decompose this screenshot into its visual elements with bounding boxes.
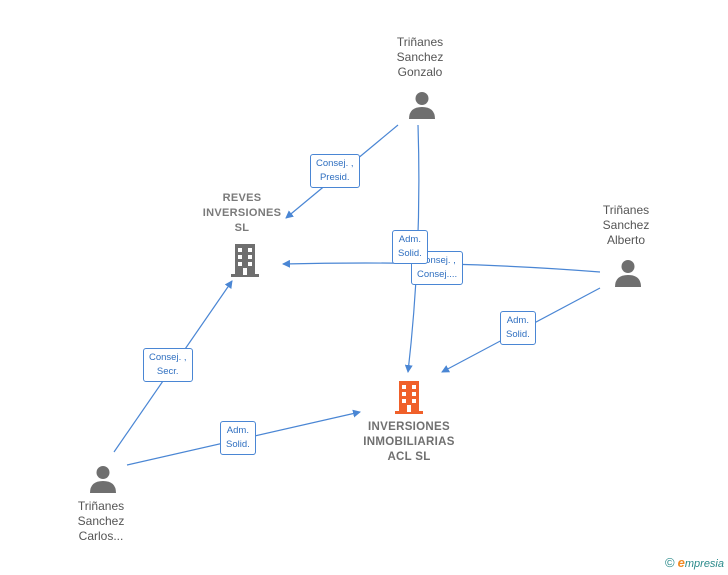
person-icon[interactable]: [88, 464, 118, 494]
copyright-icon: ©: [665, 555, 675, 570]
person-icon[interactable]: [407, 90, 437, 120]
edge-label-carlos-reves[interactable]: Consej. , Secr.: [143, 348, 193, 382]
edge-label-carlos-main[interactable]: Adm. Solid.: [220, 421, 256, 455]
edge-label-gonzalo-main[interactable]: Adm. Solid.: [392, 230, 428, 264]
person-label-gonzalo[interactable]: Triñanes Sanchez Gonzalo: [396, 35, 444, 79]
company-label-main[interactable]: INVERSIONES INMOBILIARIAS ACL SL: [363, 421, 455, 463]
company-label-reves[interactable]: REVES INVERSIONES SL: [202, 192, 282, 234]
person-label-alberto[interactable]: Triñanes Sanchez Alberto: [602, 203, 650, 247]
edge-label-gonzalo-reves[interactable]: Consej. , Presid.: [310, 154, 360, 188]
person-label-carlos[interactable]: Triñanes Sanchez Carlos...: [77, 499, 125, 543]
person-icon[interactable]: [613, 258, 643, 288]
edge-label-alberto-main[interactable]: Adm. Solid.: [500, 311, 536, 345]
building-icon[interactable]: [228, 242, 262, 278]
building-icon-highlighted[interactable]: [392, 379, 426, 415]
empresia-logo[interactable]: ©empresia: [665, 555, 724, 570]
